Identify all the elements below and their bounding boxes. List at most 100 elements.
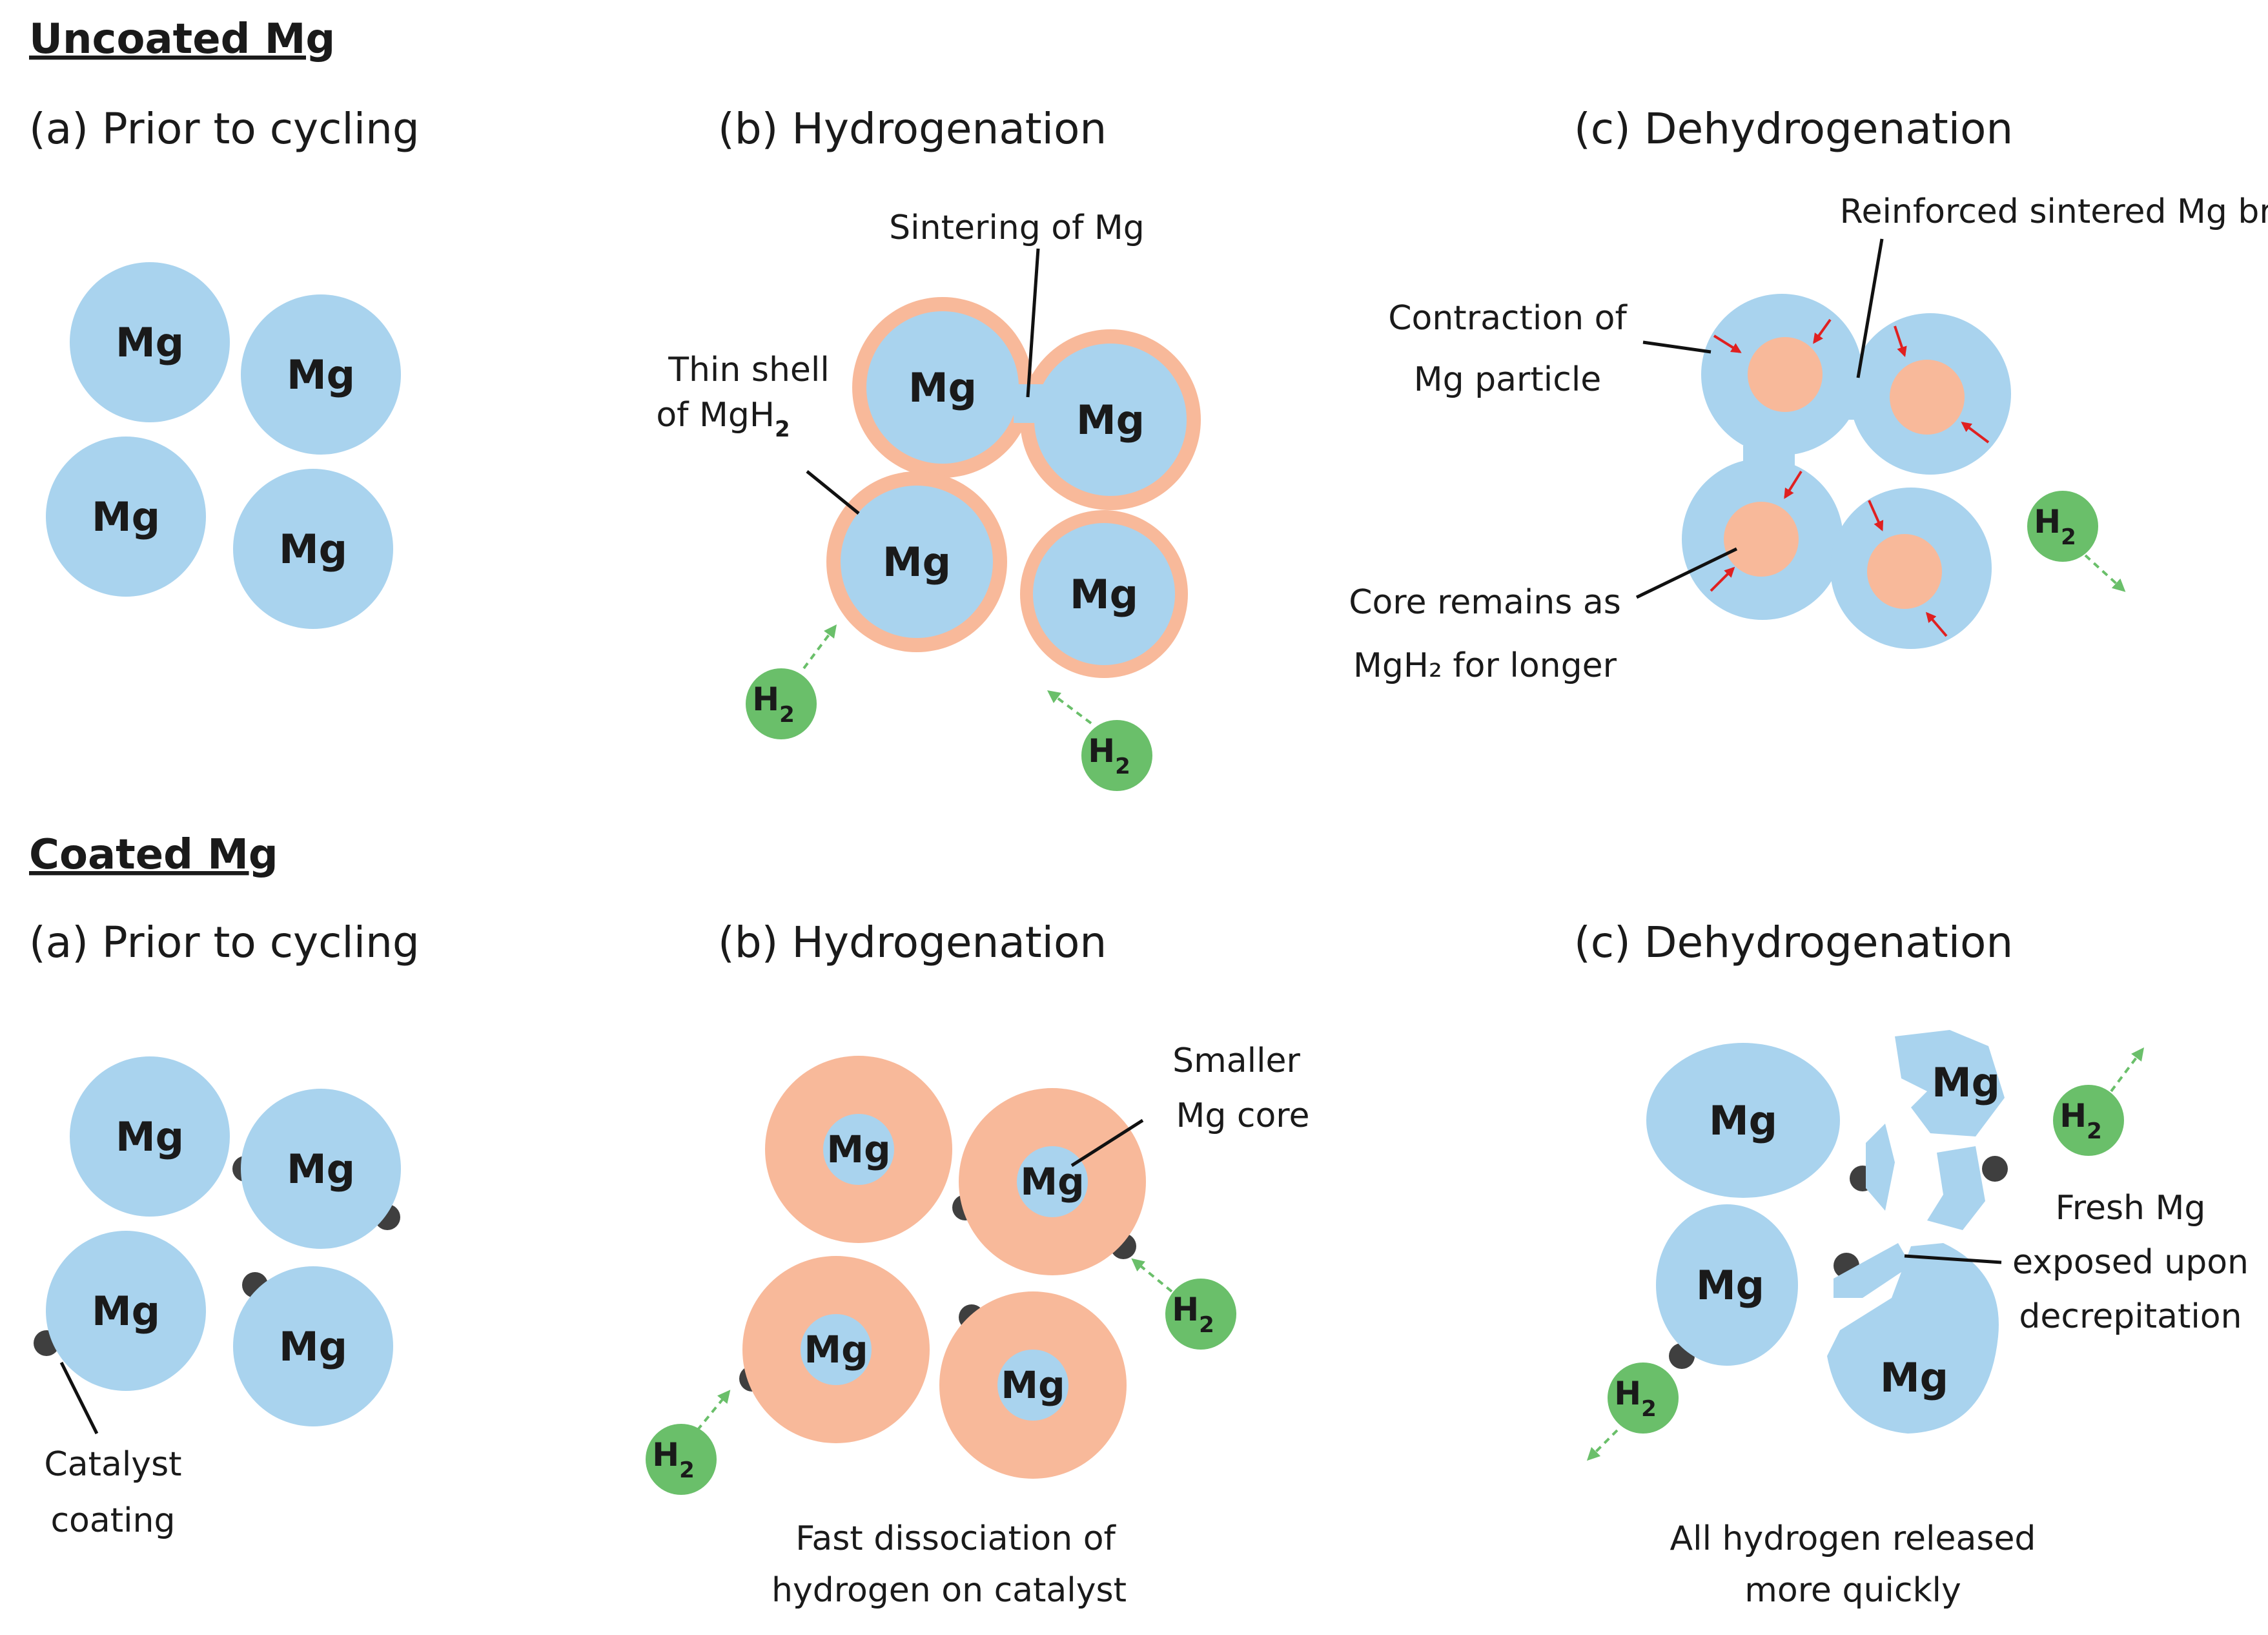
- mg-core: [997, 1350, 1068, 1421]
- mg-label: Mg: [92, 1288, 160, 1335]
- uncoated-a-particles: Mg Mg Mg Mg: [46, 262, 401, 629]
- annotation-fast-dissociation-1: Fast dissociation of: [795, 1519, 1116, 1558]
- svg-text:H2: H2: [1614, 1375, 1657, 1422]
- svg-text:H2: H2: [752, 681, 795, 728]
- mg-particle: [70, 1056, 230, 1217]
- h2-molecule: H2: [1586, 1362, 1679, 1461]
- leader-line: [1642, 340, 1711, 354]
- coated-c-particles: Mg Mg Mg Mg: [1646, 1030, 2008, 1434]
- mg-label: Mg: [1880, 1354, 1948, 1401]
- mg-label: Mg: [1001, 1363, 1065, 1407]
- annotation-fast-dissociation-2: hydrogen on catalyst: [771, 1571, 1127, 1610]
- mg-label: Mg: [908, 364, 977, 411]
- mg-label: Mg: [1070, 571, 1138, 618]
- uncoated-b-particles: Mg Mg Mg Mg: [826, 297, 1201, 678]
- mg-particle: [241, 1089, 401, 1249]
- mg-fragment: [1866, 1124, 1895, 1211]
- mg-label: Mg: [883, 539, 951, 586]
- mg-fragment: [1895, 1030, 2005, 1136]
- panel-title-uncoated-b: (b) Hydrogenation: [718, 104, 1107, 154]
- panel-title-uncoated-a: (a) Prior to cycling: [29, 104, 420, 154]
- mg-particle: [233, 1266, 393, 1426]
- mg-label: Mg: [1020, 1160, 1084, 1204]
- mgh2-core: [1748, 337, 1823, 412]
- leader-line: [1070, 1118, 1144, 1167]
- leader-line: [59, 1361, 99, 1435]
- h2-molecule: H2: [646, 1390, 731, 1495]
- mg-label: Mg: [279, 1323, 347, 1370]
- mg-particle: [1034, 344, 1187, 496]
- annotation-smaller-core-2: Mg core: [1176, 1096, 1309, 1135]
- h2-molecule: H2: [2053, 1047, 2144, 1156]
- annotation-core-remains-1: Core remains as: [1349, 583, 1621, 622]
- mg-fragment: [1927, 1146, 1985, 1230]
- annotation-catalyst-2: coating: [50, 1501, 175, 1540]
- mg-label: Mg: [1696, 1262, 1764, 1309]
- mgh2-core: [1724, 502, 1799, 577]
- mg-label: Mg: [287, 1146, 355, 1193]
- annotation-sintering: Sintering of Mg: [889, 209, 1145, 247]
- annotation-fresh-mg-1: Fresh Mg: [2056, 1189, 2206, 1228]
- annotation-catalyst-1: Catalyst: [44, 1445, 181, 1484]
- mg-label: Mg: [826, 1127, 890, 1171]
- mg-label: Mg: [92, 493, 160, 540]
- sintered-bridge: [1743, 446, 1795, 484]
- leader-line: [1635, 547, 1738, 599]
- mg-particle: [46, 1231, 206, 1391]
- leader-line: [1026, 248, 1040, 398]
- mg-particle-broken: [1827, 1243, 1999, 1434]
- catalyst-dot: [1982, 1156, 2008, 1182]
- panel-title-coated-c: (c) Dehydrogenation: [1574, 918, 2013, 967]
- annotation-thin-shell-2: of MgH2: [656, 396, 790, 442]
- mg-label: Mg: [1709, 1097, 1777, 1144]
- contraction-arrows: [1710, 318, 1990, 637]
- svg-text:H2: H2: [2034, 503, 2076, 550]
- svg-text:H2: H2: [2059, 1097, 2102, 1144]
- mg-particle: [866, 311, 1019, 464]
- mgh2-core: [1867, 534, 1942, 609]
- annotation-fresh-mg-3: decrepitation: [2019, 1297, 2242, 1336]
- leader-line: [806, 470, 860, 515]
- mg-particle: [1656, 1204, 1798, 1366]
- mg-label: Mg: [287, 351, 355, 398]
- mg-particle: [70, 262, 230, 422]
- annotation-core-remains-2: MgH₂ for longer: [1353, 646, 1617, 685]
- panel-title-coated-b: (b) Hydrogenation: [718, 918, 1107, 967]
- panel-title-uncoated-c: (c) Dehydrogenation: [1574, 104, 2013, 154]
- mg-label: Mg: [116, 1113, 184, 1160]
- mg-core: [1017, 1146, 1088, 1217]
- mg-core: [801, 1314, 872, 1385]
- annotation-all-hydrogen-1: All hydrogen released: [1670, 1519, 2036, 1558]
- annotation-all-hydrogen-2: more quickly: [1744, 1571, 1961, 1610]
- h2-molecule: H2: [2027, 491, 2126, 592]
- section-title-uncoated: Uncoated Mg: [29, 15, 335, 63]
- mg-label: Mg: [804, 1328, 868, 1372]
- leader-line: [1856, 238, 1884, 378]
- svg-text:H2: H2: [1172, 1291, 1214, 1338]
- panel-title-coated-a: (a) Prior to cycling: [29, 918, 420, 967]
- mg-label: Mg: [279, 526, 347, 573]
- h2-molecule: H2: [1047, 690, 1152, 791]
- svg-text:H2: H2: [652, 1436, 695, 1483]
- annotation-contraction-2: Mg particle: [1414, 360, 1602, 399]
- mg-particle: [1033, 523, 1175, 665]
- mg-particle: [46, 437, 206, 597]
- h2-molecule: H2: [1131, 1258, 1236, 1350]
- h2-molecule: H2: [746, 624, 837, 739]
- section-title-coated: Coated Mg: [29, 831, 278, 879]
- leader-line: [1904, 1254, 2002, 1264]
- svg-text:H2: H2: [1088, 732, 1130, 779]
- coated-a-particles: Mg Mg Mg Mg: [34, 1056, 401, 1426]
- mg-particle: [841, 486, 993, 638]
- mg-particle: [1646, 1043, 1840, 1198]
- mg-label: Mg: [1932, 1059, 2000, 1106]
- mgh2-core: [1890, 360, 1965, 435]
- mg-particle: [241, 294, 401, 455]
- annotation-thin-shell-1: Thin shell: [668, 351, 830, 389]
- mg-core: [823, 1114, 894, 1185]
- mg-particle: [233, 469, 393, 629]
- annotation-contraction-1: Contraction of: [1388, 299, 1628, 338]
- mg-fragment: [1834, 1243, 1911, 1298]
- annotation-fresh-mg-2: exposed upon: [2012, 1243, 2249, 1282]
